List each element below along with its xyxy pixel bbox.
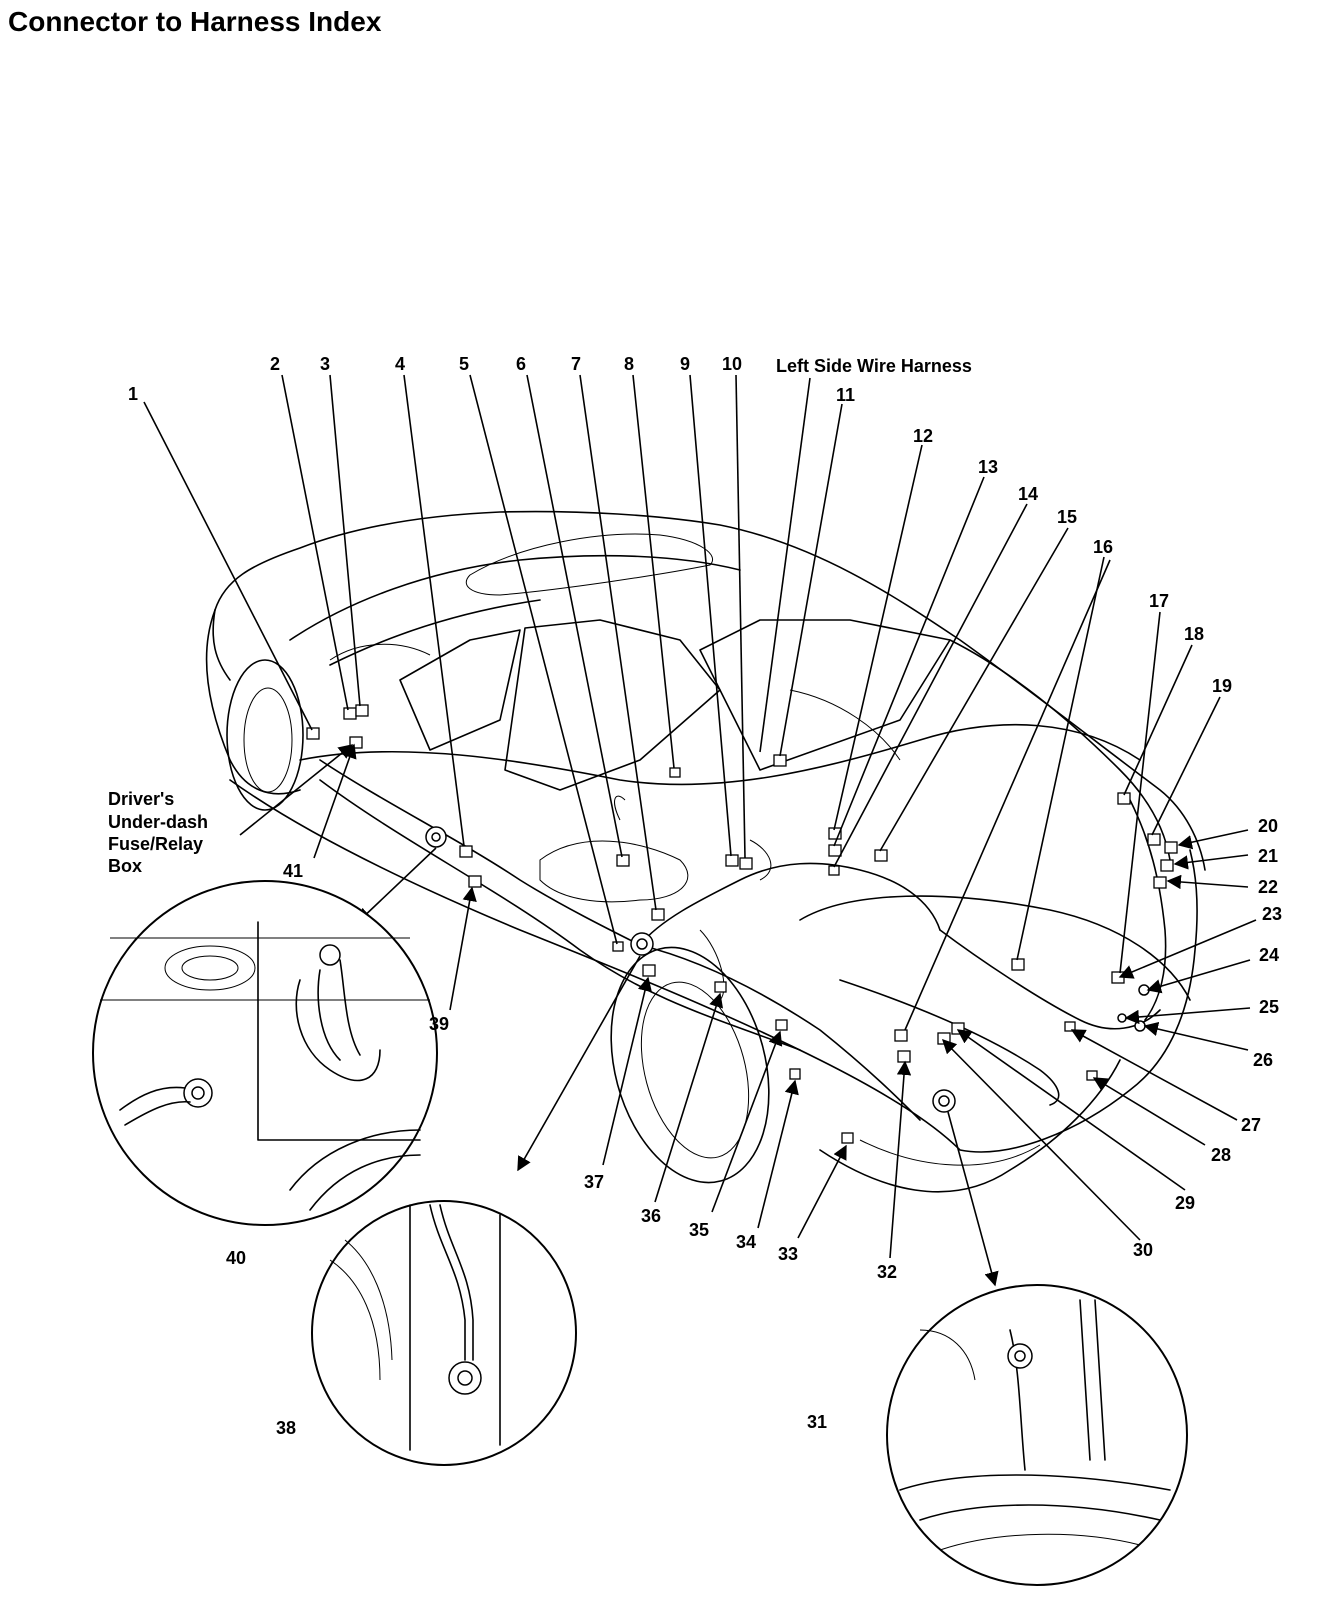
callout-24: 24: [1259, 945, 1279, 965]
connector-8: [669, 767, 681, 778]
bolt-24: [1138, 984, 1150, 996]
connector-30: [937, 1032, 951, 1045]
callout-31: 31: [807, 1412, 827, 1432]
connector-37: [642, 964, 656, 977]
fuse-box-label-line-1: Driver's: [108, 789, 174, 809]
connector-1: [306, 727, 320, 740]
detail-view-38: [311, 1200, 577, 1466]
connector-34: [789, 1068, 801, 1080]
callout-6: 6: [516, 354, 526, 374]
connector-17: [1111, 971, 1125, 984]
callout-10: 10: [722, 354, 742, 374]
callout-30: 30: [1133, 1240, 1153, 1260]
bolt-26: [1134, 1020, 1146, 1032]
connector-19: [1147, 833, 1161, 846]
connector-6: [616, 854, 630, 867]
callout-18: 18: [1184, 624, 1204, 644]
callout-16: 16: [1093, 537, 1113, 557]
callout-20: 20: [1258, 816, 1278, 836]
connector-20: [1164, 841, 1178, 854]
callout-17: 17: [1149, 591, 1169, 611]
connector-14: [828, 865, 840, 876]
callout-41: 41: [283, 861, 303, 881]
connector-22: [1153, 876, 1167, 889]
callout-5: 5: [459, 354, 469, 374]
connector-16: [1011, 958, 1025, 971]
callout-27: 27: [1241, 1115, 1261, 1135]
fuse-box-label-line-4: Box: [108, 856, 142, 876]
connectors: [306, 704, 1178, 1144]
connector-5: [612, 941, 624, 952]
connector-36: [714, 981, 727, 993]
connector-27: [1064, 1021, 1076, 1032]
callout-12: 12: [913, 426, 933, 446]
callout-7: 7: [571, 354, 581, 374]
connector-10: [739, 857, 753, 870]
fuse-box-label-line-3: Fuse/Relay: [108, 834, 203, 854]
callout-32: 32: [877, 1262, 897, 1282]
detail-view-40: [92, 880, 438, 1226]
connector-41: [349, 736, 363, 749]
callout-37: 37: [584, 1172, 604, 1192]
connector-21: [1160, 859, 1174, 872]
detail-view-31: [886, 1284, 1188, 1586]
callout-2: 2: [270, 354, 280, 374]
callout-1: 1: [128, 384, 138, 404]
connector-2: [343, 707, 357, 720]
bolt-25: [1117, 1013, 1127, 1023]
fuse-box-label-line-2: Under-dash: [108, 812, 208, 832]
callout-26: 26: [1253, 1050, 1273, 1070]
callout-29: 29: [1175, 1193, 1195, 1213]
callout-8: 8: [624, 354, 634, 374]
connector-9: [725, 854, 739, 867]
connector-35: [775, 1019, 788, 1031]
callout-15: 15: [1057, 507, 1077, 527]
callout-25: 25: [1259, 997, 1279, 1017]
callout-23: 23: [1262, 904, 1282, 924]
callout-39: 39: [429, 1014, 449, 1034]
harness-label: Left Side Wire Harness: [776, 356, 972, 376]
wire-harness: [319, 759, 1167, 1121]
connector-7: [651, 908, 665, 921]
callout-3: 3: [320, 354, 330, 374]
callout-9: 9: [680, 354, 690, 374]
connector-39: [468, 875, 482, 888]
connector-28: [1086, 1070, 1098, 1081]
callout-13: 13: [978, 457, 998, 477]
connector-4: [459, 845, 473, 858]
page-title: Connector to Harness Index: [8, 6, 382, 37]
callout-36: 36: [641, 1206, 661, 1226]
callout-19: 19: [1212, 676, 1232, 696]
leader-lines: [143, 374, 1257, 1287]
callout-4: 4: [395, 354, 405, 374]
connector-15: [874, 849, 888, 862]
connector-32b: [894, 1029, 908, 1042]
connector-11: [773, 754, 787, 767]
callout-14: 14: [1018, 484, 1038, 504]
callout-33: 33: [778, 1244, 798, 1264]
callout-21: 21: [1258, 846, 1278, 866]
callout-22: 22: [1258, 877, 1278, 897]
callout-38: 38: [276, 1418, 296, 1438]
connector-33: [841, 1132, 854, 1144]
callout-numbers: 1 2 3 4 5 6 7 8 9 10 Left Side Wire Harn…: [108, 354, 1282, 1438]
connector-32: [897, 1050, 911, 1063]
callout-28: 28: [1211, 1145, 1231, 1165]
connector-18: [1117, 792, 1131, 805]
connector-13: [828, 844, 842, 857]
connector-3: [355, 704, 369, 717]
callout-11: 11: [836, 385, 855, 405]
callout-40: 40: [226, 1248, 246, 1268]
callout-34: 34: [736, 1232, 756, 1252]
callout-35: 35: [689, 1220, 709, 1240]
